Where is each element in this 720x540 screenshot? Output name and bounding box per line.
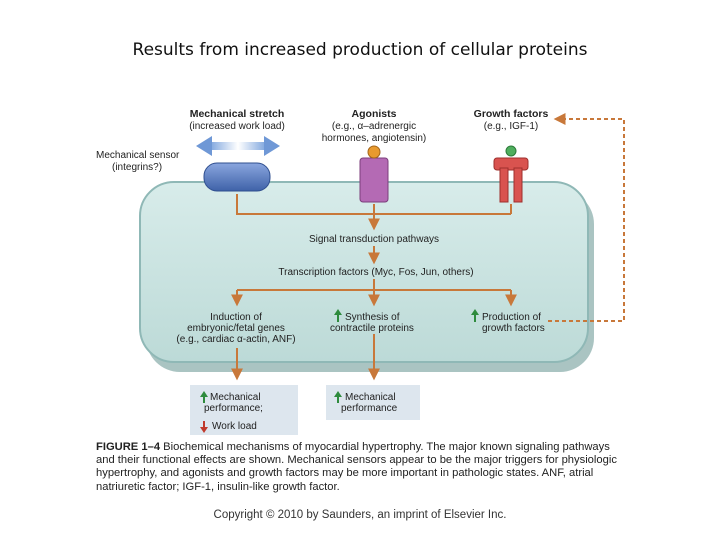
embryonic-genes-label-3: (e.g., cardiac α-actin, ANF) xyxy=(176,334,295,345)
copyright-notice: Copyright © 2010 by Saunders, an imprint… xyxy=(213,509,507,521)
stretch-double-arrow-icon xyxy=(196,136,280,156)
growth-factors-sub: (e.g., IGF-1) xyxy=(484,121,538,132)
embryonic-genes-label-1: Induction of xyxy=(210,312,262,323)
agonists-sub-2: hormones, angiotensin) xyxy=(322,133,427,144)
feedback-dashed-arrow xyxy=(548,113,625,322)
slide-title: Results from increased production of cel… xyxy=(132,40,588,60)
signal-transduction-label: Signal transduction pathways xyxy=(309,234,439,245)
contractile-up-arrow-icon xyxy=(334,309,342,322)
mechanical-stretch-sub: (increased work load) xyxy=(189,121,285,132)
outcome-box-right xyxy=(326,385,420,420)
growth-factor-receptor-icon xyxy=(493,145,529,203)
outcome-box-left xyxy=(190,385,298,435)
figure-caption-text: Biochemical mechanisms of myocardial hyp… xyxy=(96,441,617,493)
mechanical-sensor-label-2: (integrins?) xyxy=(112,162,162,173)
outcome-left-line3: Work load xyxy=(212,421,257,432)
contractile-proteins-label-2: contractile proteins xyxy=(330,323,414,334)
outcome-left-down-arrow-icon xyxy=(200,421,208,433)
embryonic-genes-label-2: embryonic/fetal genes xyxy=(187,323,285,334)
transcription-factors-label: Transcription factors (Myc, Fos, Jun, ot… xyxy=(278,267,473,278)
outcome-left-up-arrow-icon xyxy=(200,391,208,403)
growth-factor-up-arrow-icon xyxy=(471,309,479,322)
outcome-left-line1: Mechanical xyxy=(210,392,261,403)
agonist-receptor-icon xyxy=(359,145,389,203)
mechanical-sensor-icon xyxy=(203,162,271,192)
mechanical-sensor-label-1: Mechanical sensor xyxy=(96,150,180,161)
growth-factor-production-label-2: growth factors xyxy=(482,323,545,334)
figure-caption: FIGURE 1–4 Biochemical mechanisms of myo… xyxy=(96,441,626,494)
outcome-right-up-arrow-icon xyxy=(334,391,342,403)
outcome-right-line2: performance xyxy=(341,403,398,414)
mechanical-stretch-title: Mechanical stretch xyxy=(190,108,285,120)
agonists-sub-1: (e.g., α–adrenergic xyxy=(332,121,416,132)
growth-factor-production-label-1: Production of xyxy=(482,312,541,323)
signal-arrows xyxy=(231,194,517,381)
figure-label: FIGURE 1–4 xyxy=(96,441,161,453)
agonists-title: Agonists xyxy=(352,108,397,120)
outcome-right-line1: Mechanical xyxy=(345,392,396,403)
outcome-left-line2: performance; xyxy=(204,403,263,414)
growth-factors-title: Growth factors xyxy=(474,108,549,120)
contractile-proteins-label-1: Synthesis of xyxy=(345,312,400,323)
